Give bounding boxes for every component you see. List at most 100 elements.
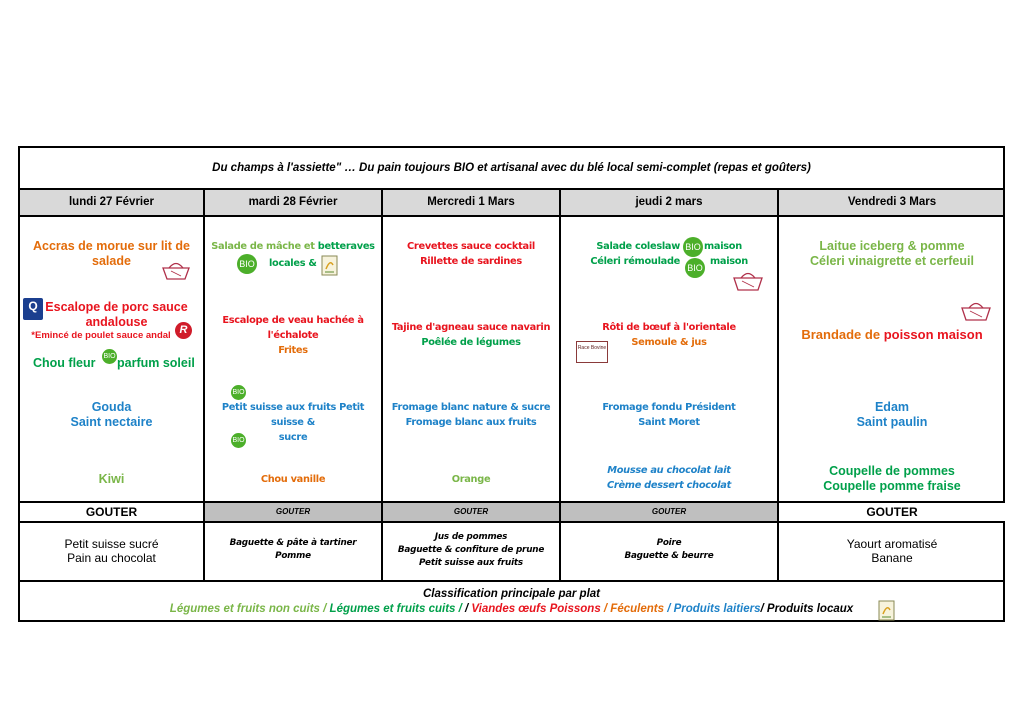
thursday-starter-2a: Céleri rémoulade (590, 256, 680, 267)
bio-badge-icon: BIO (237, 254, 257, 274)
tuesday-dairy: Petit suisse aux fruits Petit suisse & s… (205, 400, 381, 445)
gouter-label-monday: GOUTER (85, 505, 138, 519)
day-header-thursday: jeudi 2 mars (635, 196, 703, 208)
bio-badge-icon: BIO (102, 349, 117, 364)
gouter-cell-friday (779, 503, 1005, 521)
legend-starch: / Féculents (603, 603, 668, 615)
thursday-side: Semoule & jus (631, 337, 707, 348)
monday-dessert: Kiwi (98, 472, 125, 486)
bio-badge-icon: BIO (683, 237, 703, 257)
bio-badge-icon: BIO (231, 385, 246, 400)
legend-dairy: Produits laitiers (673, 603, 761, 615)
tuesday-main-line: Escalope de veau hachée à (222, 315, 364, 326)
qualite-logo-text: Q (28, 299, 38, 313)
thursday-cheese: Fromage fondu Président Saint Moret (561, 400, 777, 430)
friday-starter-line: Céleri vinaigrette et cerfeuil (810, 254, 974, 268)
gouter-label-friday: GOUTER (866, 505, 918, 519)
legend: Légumes et fruits non cuits / Légumes et… (20, 603, 1003, 615)
snack-tuesday: Baguette & pâte à tartiner Pomme (205, 537, 381, 563)
snack-item: Baguette & pâte à tartiner (229, 538, 357, 548)
basket-icon (961, 302, 991, 321)
legend-title: Classification principale par plat (422, 588, 601, 600)
wednesday-main: Tajine d'agneau sauce navarin (391, 322, 551, 333)
snack-item: Banane (871, 551, 913, 565)
legend-dairy-sep: / (667, 603, 674, 615)
thursday-dessert-line: Mousse au chocolat lait (607, 465, 731, 476)
wednesday-dairy: Fromage blanc nature & sucre Fromage bla… (383, 400, 559, 430)
day-header-monday: lundi 27 Février (68, 196, 154, 208)
friday-cheese-line: Edam (874, 400, 910, 414)
thursday-main: Rôti de bœuf à l'orientale (602, 322, 736, 333)
divider (20, 188, 1003, 190)
snack-friday: Yaourt aromatisé Banane (779, 537, 1005, 565)
label-rouge-text: R (179, 324, 188, 336)
friday-cheese-line: Saint paulin (856, 415, 928, 429)
divider (20, 501, 1003, 503)
monday-cheese-line: Saint nectaire (70, 415, 153, 429)
friday-main-part: Brandade de (801, 327, 884, 342)
tuesday-starter-cooked: betteraves (314, 241, 375, 252)
friday-dessert: Coupelle de pommes Coupelle pomme fraise (779, 464, 1005, 494)
basket-icon (162, 262, 190, 280)
monday-main-line: andalouse (85, 315, 148, 329)
wednesday-starter-line: Rillette de sardines (420, 256, 522, 267)
monday-side-1: Chou fleur (33, 356, 96, 370)
tuesday-dessert: Chou vanille (260, 474, 326, 485)
tuesday-starter-line-1: Salade de mâche et betteraves (205, 239, 381, 254)
monday-starter-line: Accras de morue sur lit de (32, 239, 190, 253)
snack-monday: Petit suisse sucré Pain au chocolat (20, 537, 203, 565)
thursday-starter-2b: maison (710, 256, 748, 267)
legend-veg-raw: Légumes et fruits non cuits / (169, 603, 330, 615)
monday-cheese-line: Gouda (91, 400, 132, 414)
day-header-wednesday: Mercredi 1 Mars (427, 196, 515, 208)
snack-thursday: Poire Baguette & beurre (561, 537, 777, 563)
divider (381, 189, 383, 580)
gouter-label-tuesday: GOUTER (275, 507, 311, 516)
divider (20, 215, 1003, 217)
monday-main: Escalope de porc sauce andalouse (30, 300, 203, 330)
thursday-starter-1a: Salade coleslaw (596, 241, 680, 252)
gouter-label-thursday: GOUTER (651, 507, 687, 516)
snack-item: Pain au chocolat (67, 551, 156, 565)
snack-item: Petit suisse aux fruits (419, 558, 523, 568)
tuesday-main: Escalope de veau hachée à l'échalote (205, 313, 381, 343)
legend-local: / Produits locaux (760, 603, 854, 615)
friday-dessert-line: Coupelle pomme fraise (823, 479, 961, 493)
friday-main-part: poisson maison (883, 327, 983, 342)
legend-veg-cooked: Légumes et fruits cuits / (329, 603, 466, 615)
friday-starter: Laitue iceberg & pomme Céleri vinaigrett… (779, 239, 1005, 269)
tuesday-starter-raw: Salade de mâche et (211, 241, 315, 252)
menu-table: Du champs à l'assiette" … Du pain toujou… (18, 146, 1005, 622)
label-rouge-icon: R (175, 322, 192, 339)
qualite-logo-icon: Q (23, 298, 43, 320)
snack-item: Baguette & confiture de prune (397, 545, 545, 555)
tuesday-main-line: l'échalote (267, 330, 319, 341)
bio-badge-icon: BIO (685, 258, 705, 278)
gouter-label-wednesday: GOUTER (453, 507, 489, 516)
snack-item: Petit suisse sucré (64, 537, 159, 551)
wednesday-starter: Crevettes sauce cocktail Rillette de sar… (383, 239, 559, 269)
monday-cheese: Gouda Saint nectaire (20, 400, 203, 430)
friday-main: Brandade de poisson maison (779, 327, 1005, 342)
tuesday-starter-line-2: locales & (269, 258, 317, 269)
divider (559, 189, 561, 580)
gouter-cell-monday (20, 503, 203, 521)
divider (20, 580, 1003, 582)
snack-item: Baguette & beurre (624, 551, 714, 561)
thursday-dessert-line: Crème dessert chocolat (607, 480, 731, 491)
divider (777, 189, 779, 580)
day-header-row (20, 190, 1003, 215)
thursday-cheese-line: Saint Moret (638, 417, 700, 428)
wednesday-starter-line: Crevettes sauce cocktail (407, 241, 535, 252)
snack-item: Poire (656, 538, 682, 548)
basket-icon (733, 272, 763, 291)
snack-item: Jus de pommes (434, 532, 508, 542)
legend-meat: Viandes œufs Poissons (468, 603, 604, 615)
wednesday-dessert: Orange (451, 474, 491, 485)
snack-item: Yaourt aromatisé (846, 537, 938, 551)
snack-wednesday: Jus de pommes Baguette & confiture de pr… (383, 531, 559, 570)
day-header-friday: Vendredi 3 Mars (847, 196, 937, 208)
day-header-tuesday: mardi 28 Février (248, 196, 338, 208)
bio-badge-icon: BIO (231, 433, 246, 448)
monday-main-line: Escalope de porc sauce (45, 300, 188, 314)
